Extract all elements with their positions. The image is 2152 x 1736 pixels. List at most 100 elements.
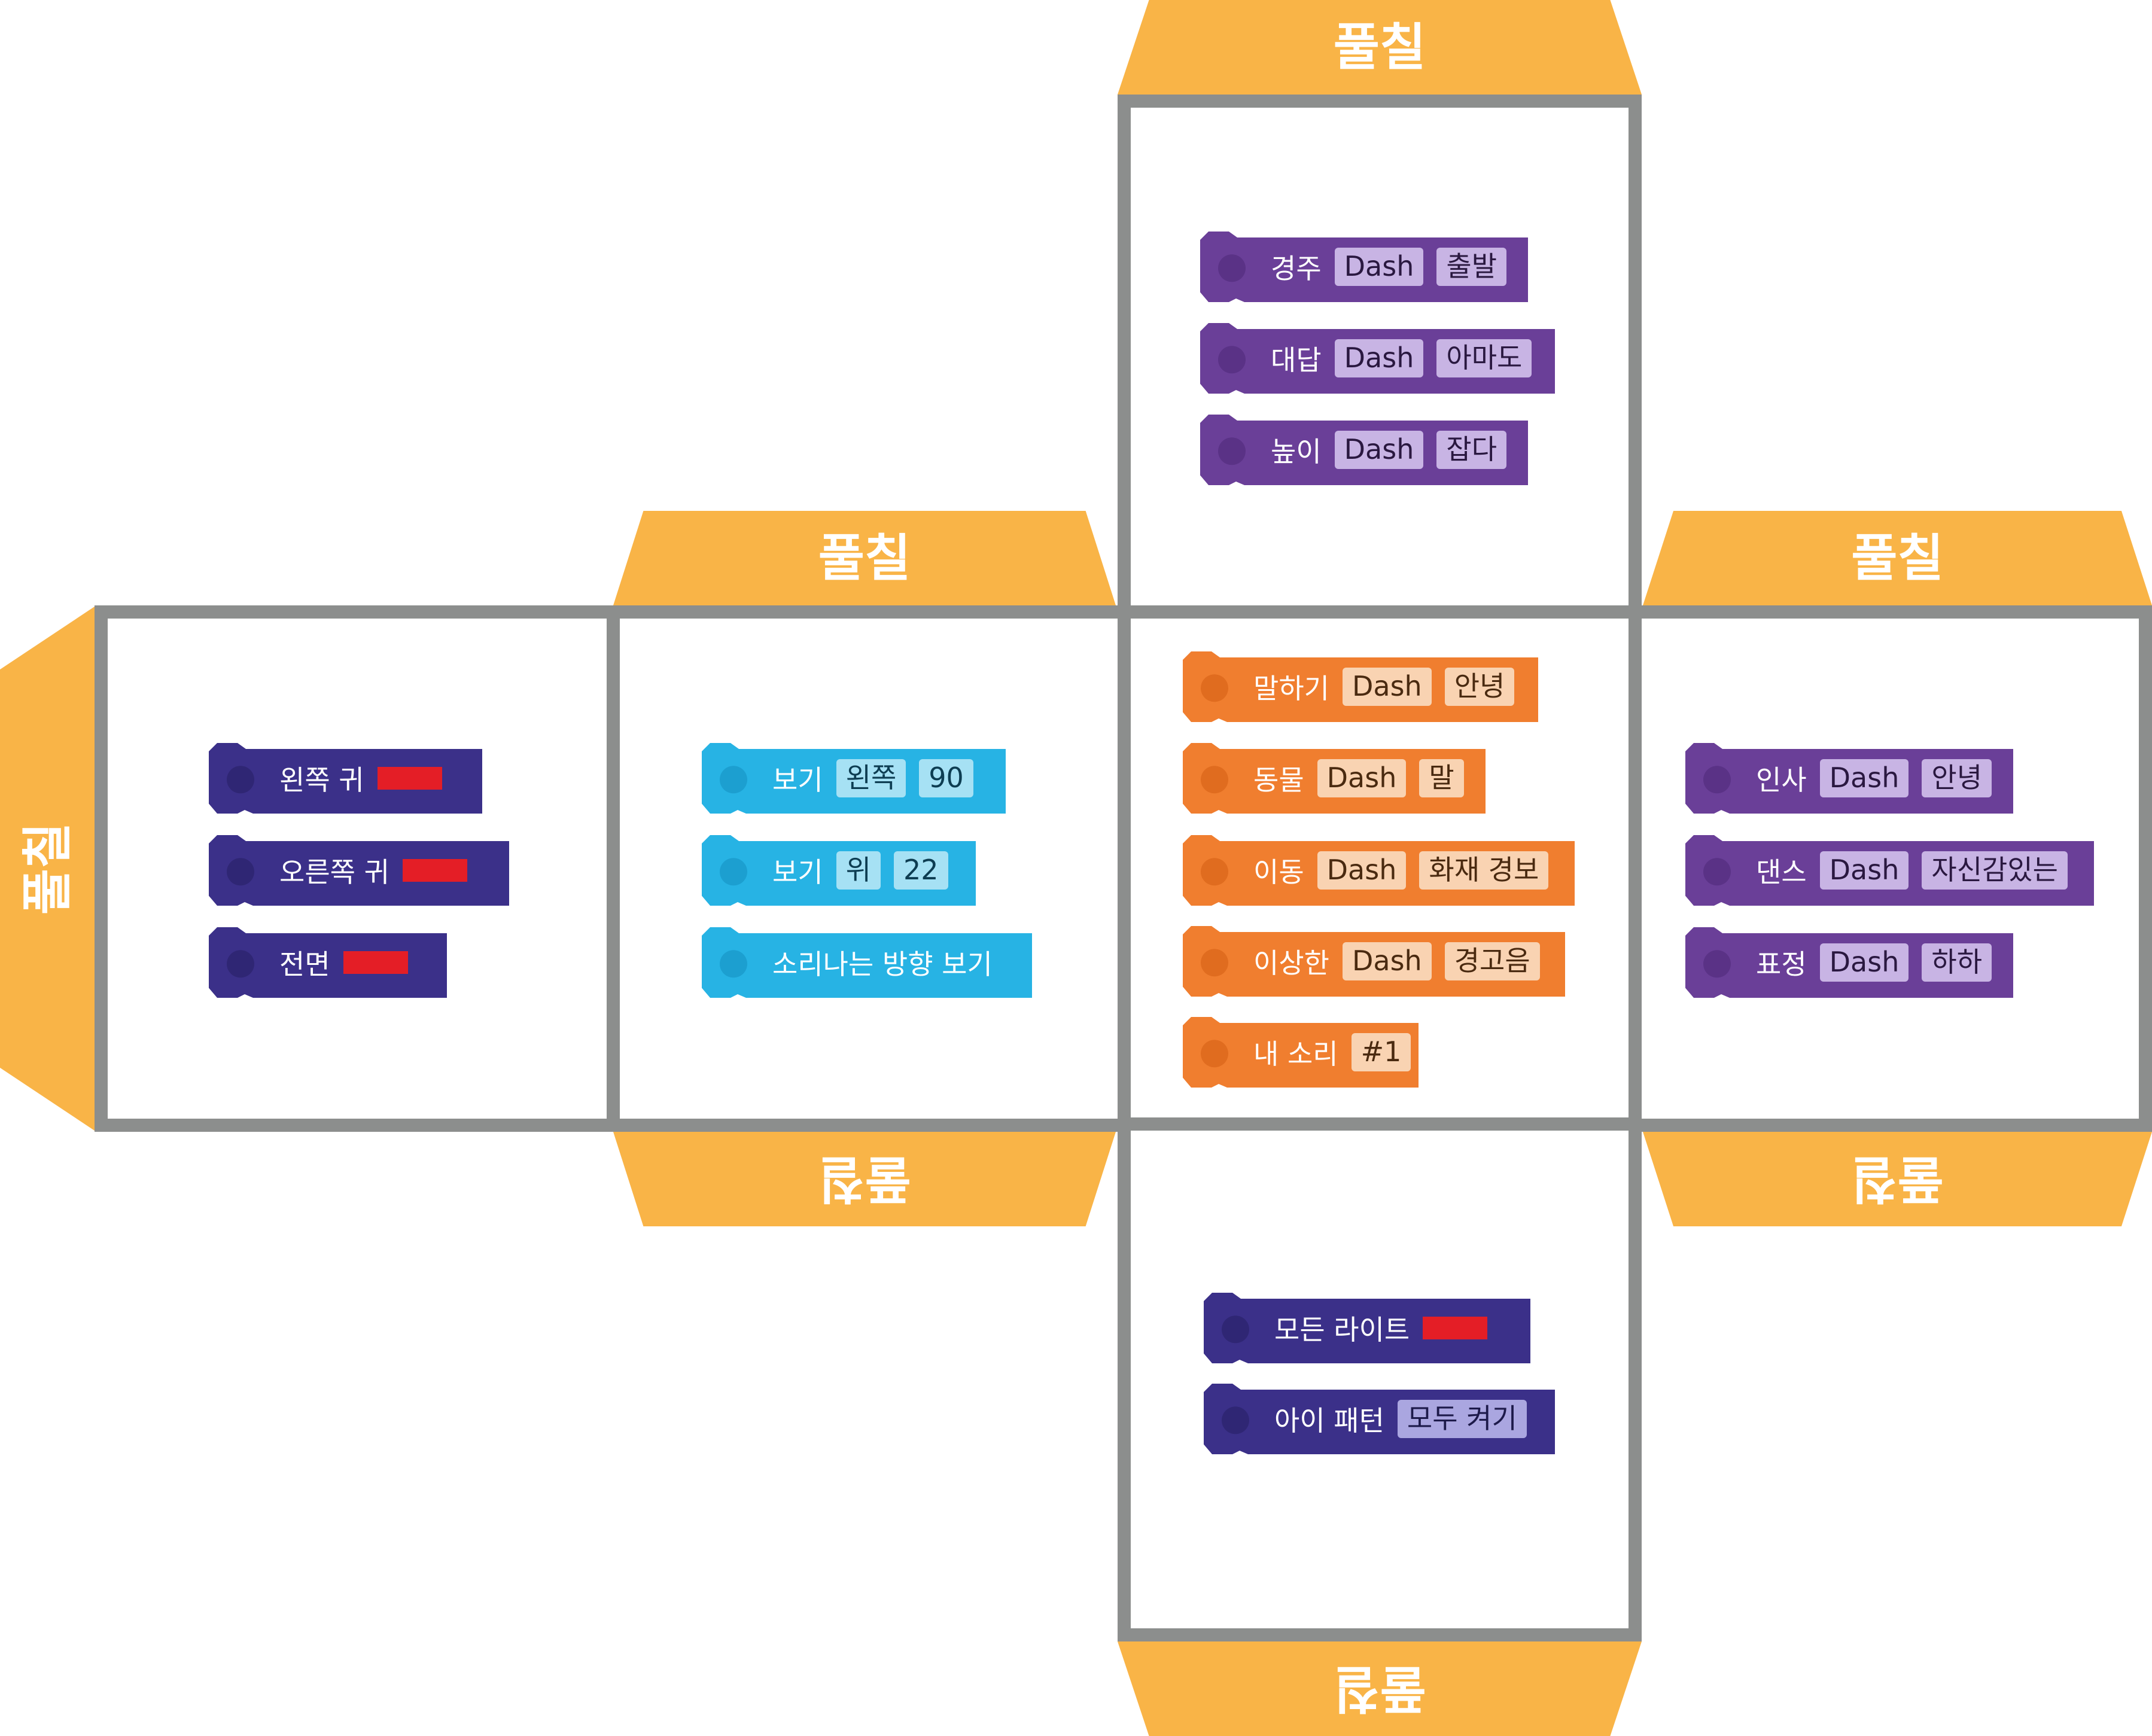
code-block: 왼쪽 귀	[209, 743, 482, 814]
glue-label: 풀칠	[818, 1150, 911, 1208]
block-dot	[720, 766, 747, 794]
block-label: 보기	[772, 856, 823, 888]
block-label: 댄스	[1756, 856, 1807, 888]
block-field: 안녕	[1444, 668, 1515, 706]
code-block: 말하기 Dash 안녕	[1183, 651, 1538, 722]
glue-label: 풀칠	[1851, 529, 1944, 587]
color-swatch	[343, 951, 408, 974]
block-field: 모두 켜기	[1397, 1400, 1527, 1438]
block-field: Dash	[1342, 668, 1432, 706]
block-field: Dash	[1819, 759, 1909, 797]
block-field: 90	[919, 759, 973, 797]
glue-flap-bottom-mid-left: 풀칠	[613, 1132, 1116, 1226]
block-dot	[227, 950, 254, 978]
block-label: 이상한	[1253, 947, 1329, 979]
glue-flap-top-right: 풀칠	[1643, 511, 2152, 605]
block-field: 아마도	[1436, 339, 1532, 377]
block-dot	[1703, 858, 1731, 886]
block-dot	[1201, 1040, 1228, 1068]
block-dot	[1703, 766, 1731, 794]
block-field: Dash	[1819, 851, 1909, 890]
code-block: 높이 Dash 잡다	[1200, 415, 1528, 485]
block-field: Dash	[1334, 339, 1424, 377]
block-dot	[1201, 949, 1228, 977]
block-field: Dash	[1317, 759, 1407, 797]
block-label: 내 소리	[1253, 1038, 1338, 1070]
block-label: 인사	[1756, 764, 1807, 796]
block-dot	[1222, 1406, 1249, 1435]
block-dot	[227, 858, 254, 886]
block-field: Dash	[1334, 431, 1424, 469]
block-label: 아이 패턴	[1274, 1405, 1384, 1437]
code-block: 보기 위 22	[702, 835, 976, 906]
block-field: Dash	[1334, 248, 1424, 286]
block-label: 동물	[1253, 764, 1304, 796]
block-field: 자신감있는	[1922, 851, 2068, 890]
glue-flap-bottom-right: 풀칠	[1643, 1132, 2152, 1226]
code-block: 오른쪽 귀	[209, 835, 509, 906]
glue-label: 풀칠	[1333, 1659, 1426, 1718]
code-block: 댄스 Dash 자신감있는	[1685, 835, 2094, 906]
face-bottom	[1118, 1117, 1642, 1641]
block-dot	[1218, 437, 1246, 465]
block-dot	[1703, 950, 1731, 978]
block-label: 경주	[1271, 252, 1322, 285]
glue-flap-left: 풀칠	[0, 607, 95, 1131]
code-block: 인사 Dash 안녕	[1685, 743, 2013, 814]
block-field: 화재 경보	[1419, 851, 1549, 890]
code-block: 모든 라이트	[1204, 1293, 1530, 1363]
code-block: 표정 Dash 하하	[1685, 927, 2013, 998]
block-field: Dash	[1317, 851, 1407, 890]
code-block: 전면	[209, 927, 447, 998]
glue-label: 풀칠	[1333, 18, 1426, 77]
code-block: 동물 Dash 말	[1183, 743, 1486, 814]
code-block: 아이 패턴 모두 켜기	[1204, 1384, 1555, 1454]
block-field: Dash	[1342, 942, 1432, 980]
code-block: 경주 Dash 출발	[1200, 232, 1528, 302]
block-dot	[1201, 858, 1228, 886]
block-label: 전면	[279, 948, 330, 980]
block-label: 왼쪽 귀	[279, 764, 364, 796]
code-block: 대답 Dash 아마도	[1200, 323, 1555, 394]
glue-flap-top-center: 풀칠	[1118, 0, 1642, 95]
block-label: 이동	[1253, 856, 1304, 888]
block-dot	[227, 766, 254, 794]
block-field: #1	[1351, 1033, 1411, 1071]
block-field: 출발	[1436, 248, 1507, 286]
block-label: 모든 라이트	[1274, 1314, 1410, 1346]
block-label: 표정	[1756, 948, 1807, 980]
block-dot	[720, 858, 747, 886]
code-block: 보기 왼쪽 90	[702, 743, 1006, 814]
color-swatch	[402, 859, 467, 882]
glue-label: 풀칠	[18, 822, 77, 915]
block-field: 왼쪽	[836, 759, 906, 797]
color-swatch	[1423, 1317, 1488, 1339]
block-label: 오른쪽 귀	[279, 856, 389, 888]
code-block: 이상한 Dash 경고음	[1183, 926, 1565, 997]
block-field: 22	[893, 851, 948, 890]
block-dot	[1218, 346, 1246, 374]
color-swatch	[377, 767, 442, 790]
block-label: 보기	[772, 764, 823, 796]
block-field: Dash	[1819, 943, 1909, 982]
code-block: 이동 Dash 화재 경보	[1183, 835, 1575, 906]
glue-label: 풀칠	[1851, 1150, 1944, 1208]
block-field: 안녕	[1922, 759, 1992, 797]
block-label: 소리나는 방향 보기	[772, 948, 993, 980]
block-field: 말	[1419, 759, 1464, 797]
block-field: 하하	[1922, 943, 1992, 982]
glue-flap-bottom-center: 풀칠	[1118, 1641, 1642, 1736]
block-field: 위	[836, 851, 881, 890]
code-block: 내 소리 #1	[1183, 1017, 1419, 1088]
block-label: 높이	[1271, 435, 1322, 468]
block-label: 대답	[1271, 344, 1322, 376]
block-dot	[720, 950, 747, 978]
code-block: 소리나는 방향 보기	[702, 927, 1032, 998]
block-field: 잡다	[1436, 431, 1507, 469]
block-dot	[1201, 674, 1228, 702]
glue-label: 풀칠	[818, 529, 911, 587]
block-dot	[1201, 766, 1228, 794]
block-field: 경고음	[1444, 942, 1540, 980]
block-dot	[1218, 254, 1246, 282]
